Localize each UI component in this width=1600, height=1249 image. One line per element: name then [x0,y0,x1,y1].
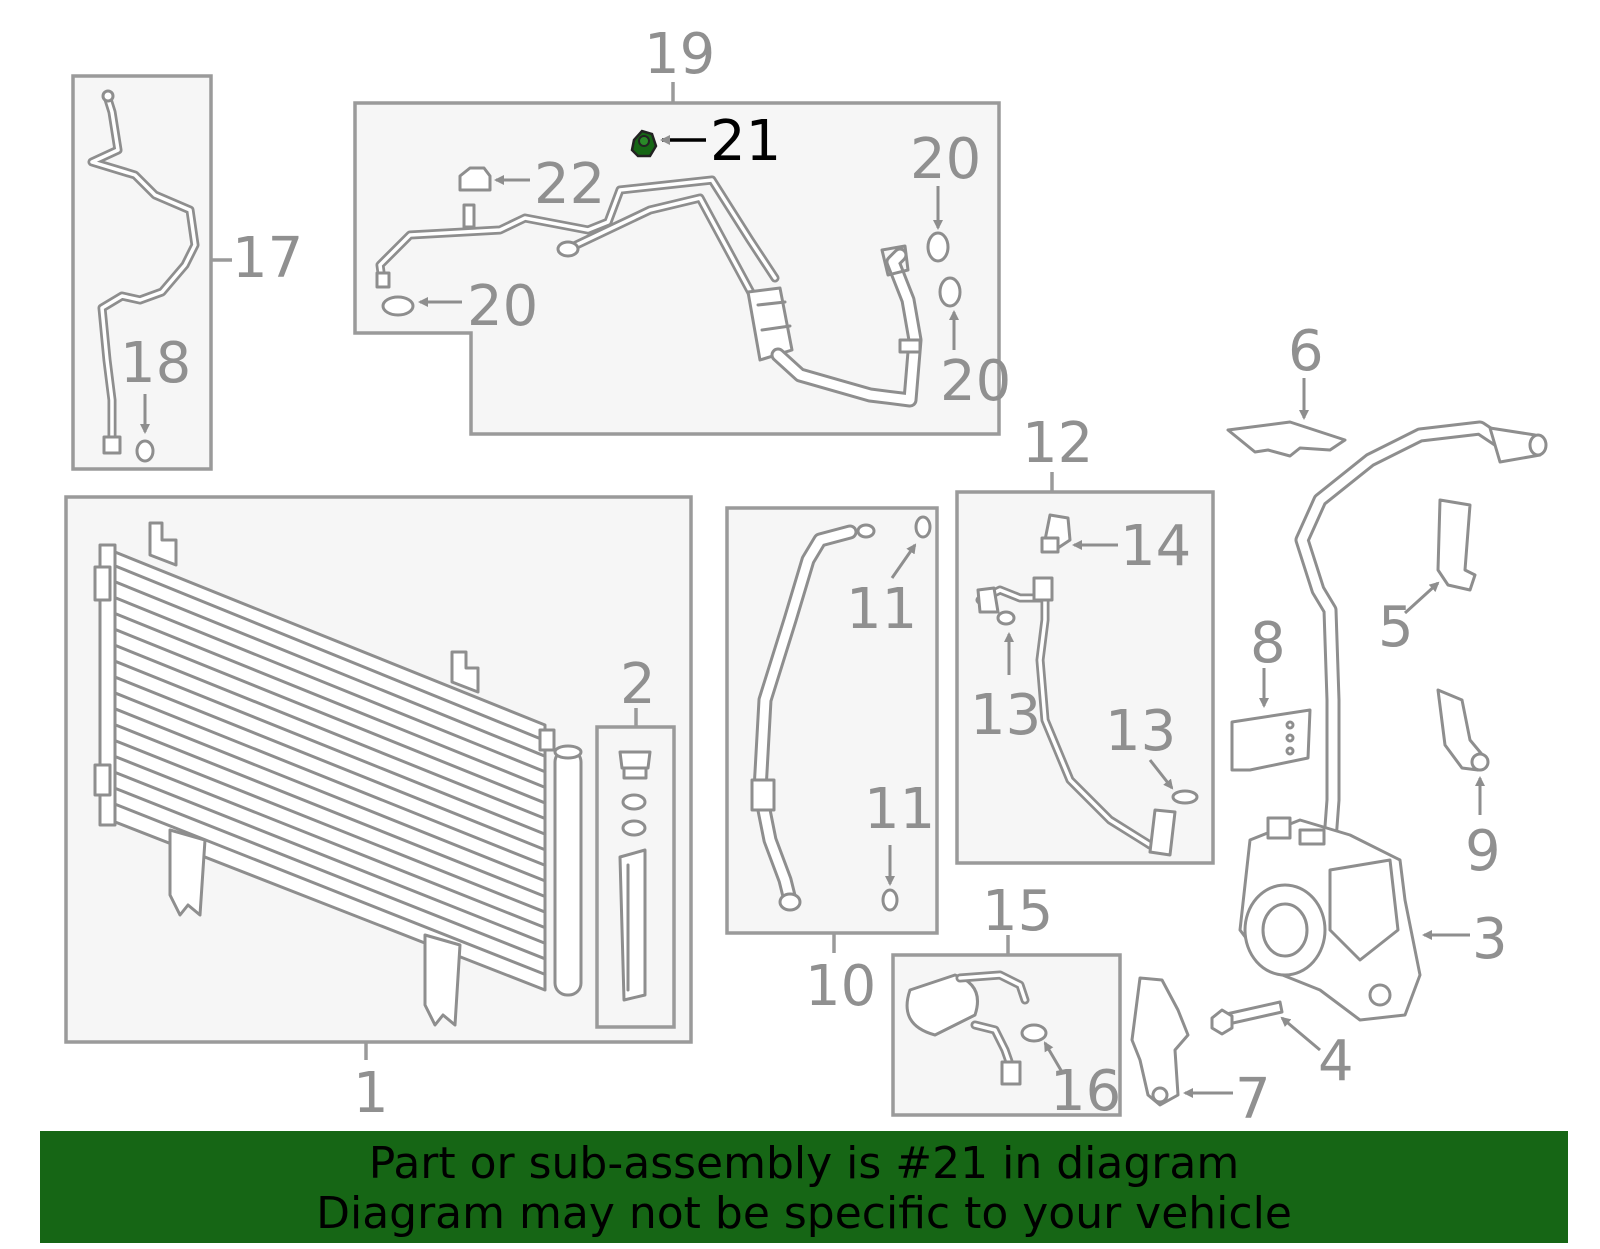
callout-10: 10 [805,954,876,1019]
callout-22: 22 [534,152,605,217]
callout-20a: 20 [467,274,538,339]
fin-line [113,786,547,961]
group-1-condenser[interactable] [64,495,693,1060]
fin-line [113,770,547,945]
nut-22[interactable] [458,166,492,192]
discharge-hose[interactable] [1294,420,1548,848]
part-21-highlighted[interactable] [630,129,658,158]
callout-2: 2 [620,652,656,717]
bolt-4[interactable] [1210,1000,1284,1036]
banner-line-1: Part or sub-assembly is #21 in diagram [368,1138,1240,1189]
callout-5: 5 [1378,595,1414,660]
callout-11a: 11 [846,577,917,642]
o-ring-11b[interactable] [881,888,899,912]
group-12-hose[interactable] [955,472,1215,865]
fin-line [113,596,547,774]
group-17-hose[interactable] [71,74,232,471]
o-ring-20a[interactable] [381,295,415,317]
o-ring-16[interactable] [1020,1023,1048,1043]
callout-14: 14 [1120,514,1191,579]
callout-7: 7 [1235,1067,1271,1132]
pressure-sensor-14[interactable] [1040,513,1072,554]
callout-20b: 20 [910,127,981,192]
condenser-fins [113,564,547,976]
callout-15: 15 [982,879,1053,944]
callout-12: 12 [1022,411,1093,476]
o-ring-20c[interactable] [938,276,962,308]
fin-line [113,612,547,789]
fin-line [113,802,547,976]
fin-line [113,564,547,743]
bracket-7[interactable] [1130,976,1190,1107]
callout-4: 4 [1318,1029,1354,1094]
o-ring-11a[interactable] [914,515,932,539]
fin-line [113,643,547,821]
callout-13a: 13 [970,683,1041,748]
bracket-5[interactable] [1436,498,1477,592]
callout-18: 18 [120,331,191,396]
banner-line-2: Diagram may not be specific to your vehi… [316,1188,1292,1239]
group-19-pipe-assembly[interactable] [353,82,1001,436]
group-15-switch[interactable] [891,935,1122,1117]
fin-line [113,675,547,852]
callout-9: 9 [1465,819,1501,884]
callout-13b: 13 [1105,699,1176,764]
fin-line [113,707,547,883]
o-ring-13b[interactable] [1171,789,1199,805]
callout-20c: 20 [940,349,1011,414]
group-10-hose[interactable] [725,506,939,953]
o-ring-13a[interactable] [996,610,1016,626]
fin-line [113,627,547,805]
compressor-3[interactable] [1238,816,1422,1022]
fin-line [113,723,547,898]
info-banner: Part or sub-assembly is #21 in diagram D… [40,1131,1568,1243]
group-2-desiccant[interactable] [595,708,676,1029]
callout-3: 3 [1472,907,1508,972]
callout-1: 1 [353,1061,389,1126]
fin-line [113,659,547,836]
o-ring-18[interactable] [135,439,155,463]
callout-19: 19 [644,22,715,87]
fin-line [113,739,547,914]
callout-11b: 11 [864,777,935,842]
callout-8: 8 [1250,611,1286,676]
callout-21: 21 [710,109,781,174]
callout-17: 17 [232,226,303,291]
fin-line [113,754,547,930]
callout-6: 6 [1288,319,1324,384]
fin-line [113,691,547,867]
bracket-6[interactable] [1226,420,1347,458]
fin-line [113,580,547,758]
callout-16: 16 [1050,1059,1121,1124]
o-ring-20b[interactable] [926,231,950,263]
bracket-8[interactable] [1230,708,1312,772]
